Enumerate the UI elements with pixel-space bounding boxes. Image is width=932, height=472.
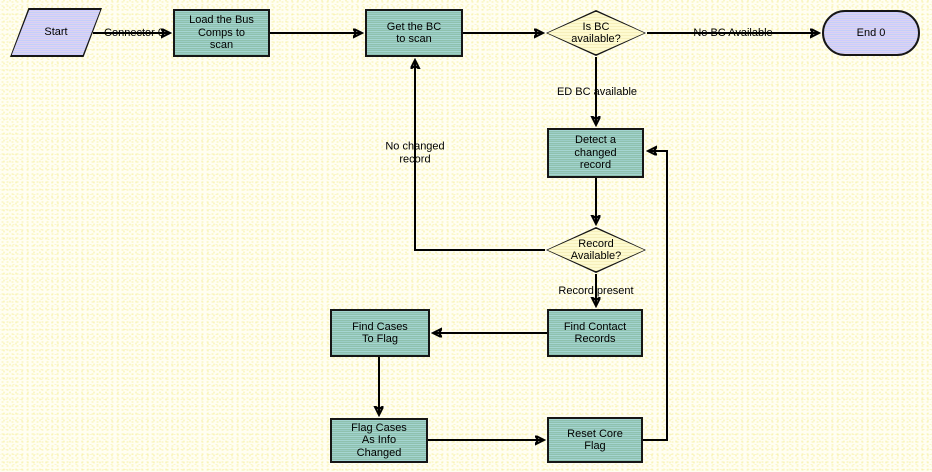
node-is-bc-available-label: Is BC available?: [571, 20, 621, 46]
edge-label-no-bc-available[interactable]: No BC Available: [693, 26, 773, 39]
node-detect-changed-record[interactable]: Detect a changed record: [547, 128, 644, 178]
node-find-cases-to-flag[interactable]: Find Cases To Flag: [330, 309, 430, 357]
node-find-contact-records[interactable]: Find Contact Records: [547, 309, 643, 357]
edge-label-record-present[interactable]: Record present: [558, 284, 634, 297]
node-flag-cases-as-info-changed-label: Flag Cases As Info Changed: [351, 421, 407, 459]
node-start[interactable]: Start: [10, 8, 102, 57]
node-flag-cases-as-info-changed[interactable]: Flag Cases As Info Changed: [330, 418, 428, 463]
node-get-bc[interactable]: Get the BC to scan: [365, 9, 463, 57]
edge-label-ed-bc-available[interactable]: ED BC available: [556, 85, 638, 98]
node-reset-core-flag-label: Reset Core Flag: [567, 427, 623, 453]
node-load-bus-comps-label: Load the Bus Comps to scan: [189, 14, 254, 52]
connector-resetcore-loop-to-detect[interactable]: [643, 151, 668, 441]
node-find-cases-to-flag-label: Find Cases To Flag: [352, 320, 408, 346]
node-get-bc-label: Get the BC to scan: [386, 20, 442, 46]
node-reset-core-flag[interactable]: Reset Core Flag: [547, 417, 643, 463]
node-end0[interactable]: End 0: [822, 10, 920, 56]
edge-label-no-changed-record[interactable]: No changed record: [385, 140, 445, 166]
node-record-available-label: Record Available?: [570, 237, 622, 263]
node-start-label: Start: [44, 26, 68, 39]
node-load-bus-comps[interactable]: Load the Bus Comps to scan: [173, 9, 270, 57]
edge-label-connector0[interactable]: Connector 0: [104, 26, 164, 39]
node-end0-label: End 0: [856, 26, 886, 39]
node-find-contact-records-label: Find Contact Records: [563, 320, 627, 346]
node-detect-changed-record-label: Detect a changed record: [574, 134, 617, 172]
connector-nochange-loop-to-get[interactable]: [415, 60, 545, 251]
